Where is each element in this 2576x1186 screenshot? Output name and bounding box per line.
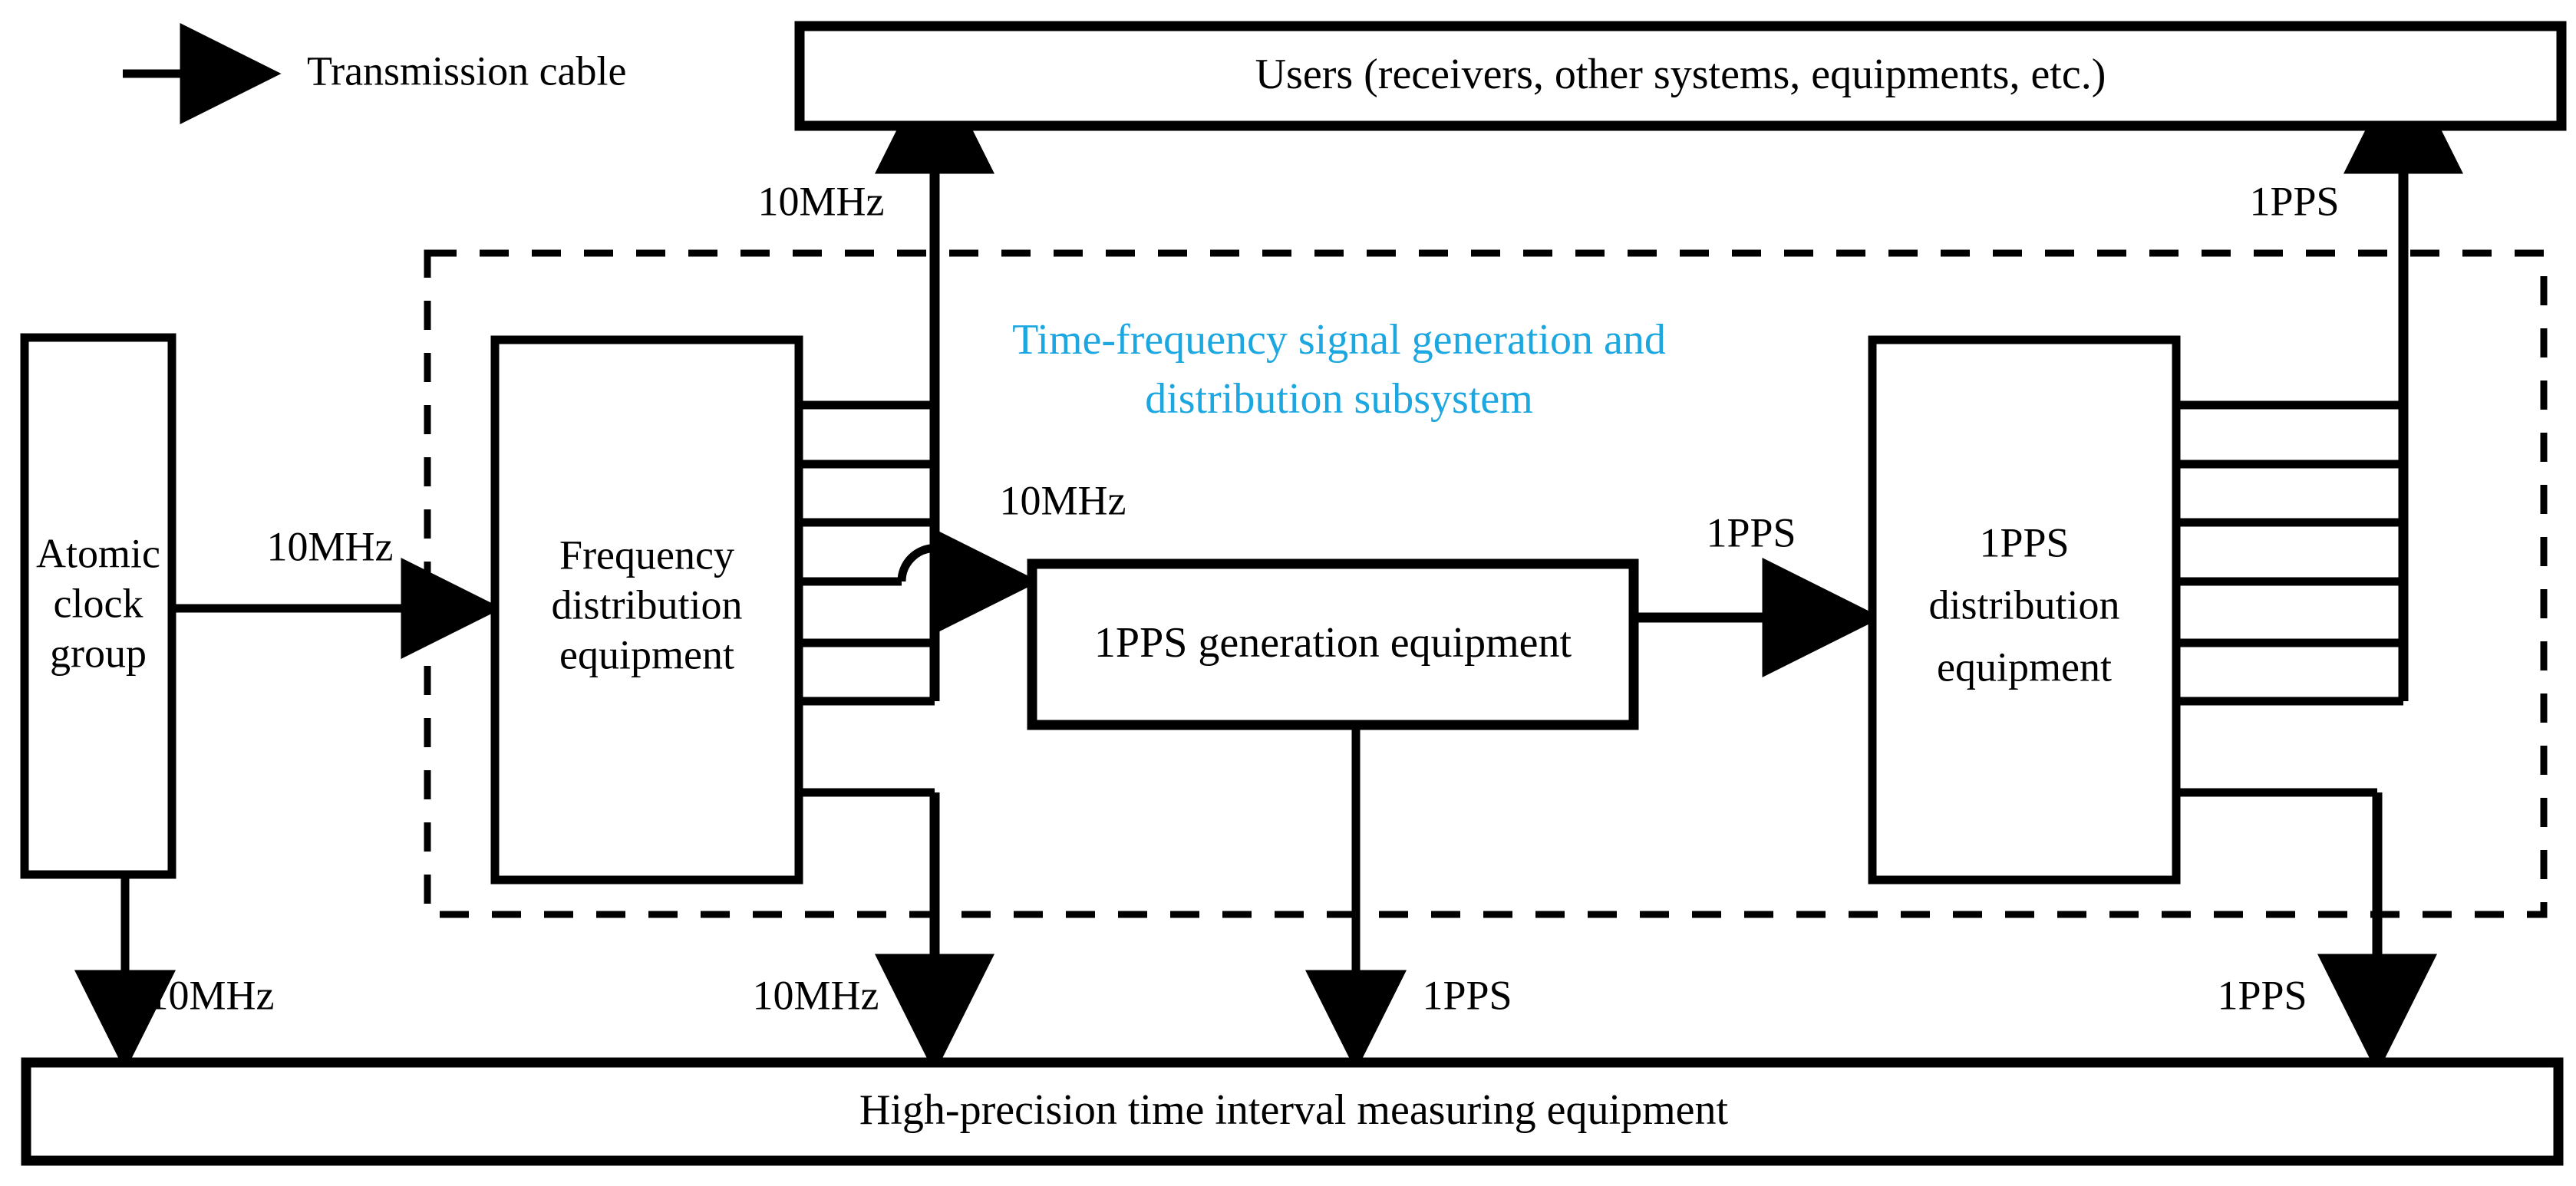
pps-generation-equipment-label: 1PPS generation equipment	[1094, 619, 1572, 667]
frequency-distribution-label-3: equipment	[559, 631, 734, 677]
signal-label-gen-to-dist: 1PPS	[1706, 509, 1796, 555]
signal-label-pps-bus-to-users: 1PPS	[2249, 178, 2339, 224]
pps-distribution-label-3: equipment	[1937, 644, 2112, 690]
wire-freq-to-generation	[798, 531, 1040, 632]
signal-label-gen-to-meas: 1PPS	[1422, 972, 1512, 1018]
frequency-distribution-label-2: distribution	[551, 581, 742, 628]
measuring-equipment-box[interactable]	[21, 1057, 2564, 1166]
subsystem-title-line-1: Time-frequency signal generation and	[1012, 316, 1666, 364]
signal-label-freq-bus-to-meas: 10MHz	[753, 972, 879, 1018]
pps-generation-equipment-box[interactable]	[1027, 558, 1639, 730]
atomic-clock-group-label-2: clock	[54, 580, 143, 626]
signal-label-clock-to-meas: 10MHz	[148, 972, 275, 1018]
pps-output-branches	[2173, 400, 2403, 706]
pps-distribution-label-2: distribution	[1928, 581, 2119, 628]
atomic-clock-group-box[interactable]	[20, 333, 176, 879]
frequency-distribution-label-1: Frequency	[559, 532, 734, 578]
atomic-clock-group-label-3: group	[50, 630, 147, 676]
signal-label-pps-bus-to-meas: 1PPS	[2217, 972, 2307, 1018]
frequency-distribution-equipment-box[interactable]	[490, 335, 803, 885]
signal-label-clock-to-freq: 10MHz	[267, 523, 394, 569]
signal-label-freq-to-gen: 10MHz	[1000, 477, 1126, 523]
frequency-output-branches	[798, 400, 935, 706]
users-box-label: Users (receivers, other systems, equipme…	[1255, 51, 2106, 98]
pps-distribution-label-1: 1PPS	[1979, 519, 2069, 565]
subsystem-title: Time-frequency signal generation and dis…	[1012, 316, 1666, 423]
measuring-equipment-label: High-precision time interval measuring e…	[859, 1086, 1729, 1134]
users-box[interactable]	[794, 21, 2567, 131]
atomic-clock-group-label-1: Atomic	[36, 530, 160, 576]
pps-distribution-equipment-box[interactable]	[1868, 335, 2181, 885]
signal-label-freq-bus-to-users: 10MHz	[758, 178, 885, 224]
legend-label: Transmission cable	[307, 48, 627, 94]
subsystem-title-line-2: distribution subsystem	[1145, 375, 1533, 423]
legend: Transmission cable	[123, 23, 627, 124]
